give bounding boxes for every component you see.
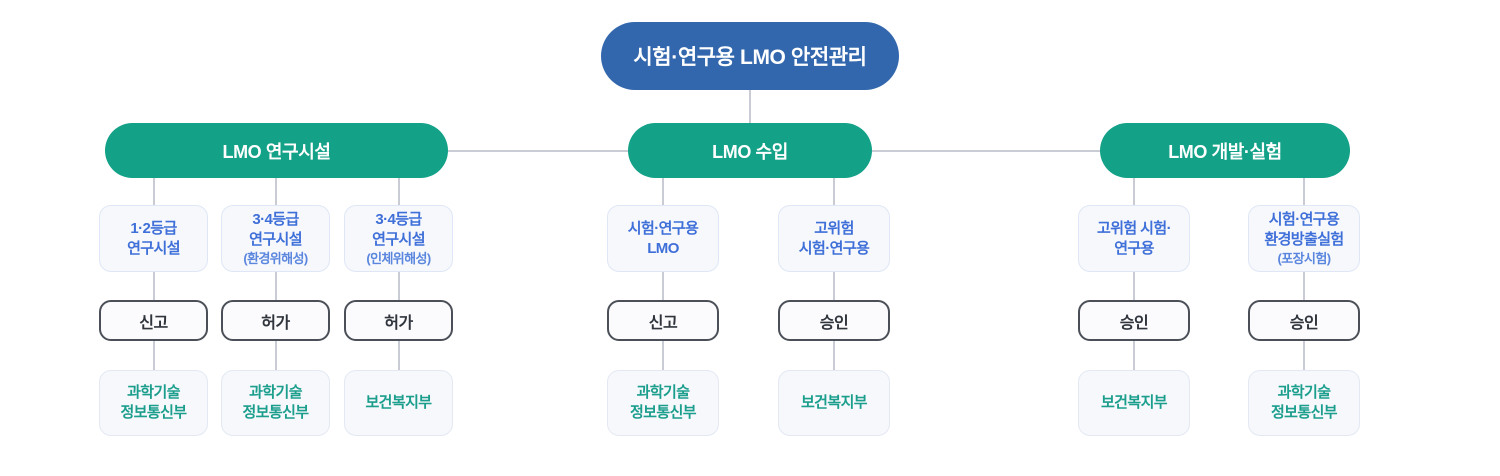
agency-box-msit-1: 과학기술 정보통신부: [221, 370, 330, 436]
subject-note: (환경위해성): [243, 250, 308, 266]
subject-line-1: 시험·연구용: [627, 219, 699, 237]
connector-branch0-action-to-agency: [153, 341, 155, 370]
category-label: LMO 개발·실험: [1168, 141, 1282, 162]
subject-line-2: 연구시설: [372, 230, 425, 248]
action-label: 신고: [139, 314, 168, 332]
subject-line-1: 고위험 시험·: [1097, 219, 1172, 237]
agency-box-mohw-2: 보건복지부: [344, 370, 453, 436]
subject-line-2: 시험·연구용: [798, 239, 870, 257]
action-box-report-3: 신고: [607, 300, 719, 341]
action-box-permit-2: 허가: [344, 300, 453, 341]
subject-box-research-lmo: 시험·연구용 LMO: [607, 205, 719, 272]
root-node-lmo-safety-management: 시험·연구용 LMO 안전관리: [601, 22, 899, 90]
subject-box-high-risk-research: 고위험 시험·연구용: [778, 205, 890, 272]
agency-line-1: 보건복지부: [800, 394, 868, 412]
connector-cat1-branch0-action-to-agency: [662, 341, 664, 370]
category-node-lmo-research-facility: LMO 연구시설: [105, 123, 448, 178]
subject-line-2: 연구시설: [127, 239, 180, 257]
subject-box-3-4-grade-research-facility-human: 3·4등급 연구시설 (인체위해성): [344, 205, 453, 272]
connector-cat0-to-branch2: [398, 178, 400, 205]
subject-line-2: 연구시설: [249, 230, 302, 248]
connector-cat1-to-branch1: [833, 178, 835, 205]
category-node-lmo-development-experiment: LMO 개발·실험: [1100, 123, 1350, 178]
agency-box-msit-3: 과학기술 정보통신부: [607, 370, 719, 436]
subject-line-1: 3·4등급: [375, 210, 422, 228]
connector-branch2-subject-to-action: [398, 272, 400, 300]
connector-branch1-subject-to-action: [275, 272, 277, 300]
connector-cat1-branch0-subject-to-action: [662, 272, 664, 300]
connector-root-to-category-middle: [749, 90, 751, 123]
connector-cat2-to-branch1: [1303, 178, 1305, 205]
agency-line-1: 과학기술: [636, 384, 690, 402]
subject-box-3-4-grade-research-facility-env: 3·4등급 연구시설 (환경위해성): [221, 205, 330, 272]
connector-cat1-branch1-subject-to-action: [833, 272, 835, 300]
agency-line-1: 과학기술: [1277, 384, 1331, 402]
connector-cat2-branch0-subject-to-action: [1133, 272, 1135, 300]
connector-category-spine-left: [447, 150, 628, 152]
connector-cat0-to-branch0: [153, 178, 155, 205]
subject-box-high-risk-research-dev: 고위험 시험· 연구용: [1078, 205, 1190, 272]
subject-line-1: 시험·연구용: [1268, 210, 1340, 228]
connector-cat1-branch1-action-to-agency: [833, 341, 835, 370]
agency-line-1: 과학기술: [249, 384, 302, 402]
connector-cat2-branch0-action-to-agency: [1133, 341, 1135, 370]
subject-line-1: 고위험: [814, 219, 854, 237]
connector-branch2-action-to-agency: [398, 341, 400, 370]
agency-line-2: 정보통신부: [242, 404, 309, 421]
subject-line-2: 연구용: [1114, 239, 1154, 257]
action-box-report-0: 신고: [99, 300, 208, 341]
agency-line-2: 정보통신부: [1270, 404, 1338, 421]
agency-line-1: 보건복지부: [365, 394, 432, 412]
subject-note: (포장시험): [1277, 250, 1332, 266]
subject-note: (인체위해성): [366, 250, 431, 266]
connector-cat2-branch1-subject-to-action: [1303, 272, 1305, 300]
connector-category-spine-right: [872, 150, 1100, 152]
action-label: 승인: [819, 314, 849, 332]
category-label: LMO 수입: [712, 141, 788, 162]
subject-line-2: 환경방출실험: [1264, 230, 1344, 248]
action-box-permit-1: 허가: [221, 300, 330, 341]
agency-line-1: 보건복지부: [1100, 394, 1168, 412]
subject-line-1: 3·4등급: [252, 210, 299, 228]
connector-cat0-to-branch1: [275, 178, 277, 205]
action-box-approval-6: 승인: [1248, 300, 1360, 341]
connector-cat2-branch1-action-to-agency: [1303, 341, 1305, 370]
agency-box-msit-0: 과학기술 정보통신부: [99, 370, 208, 436]
subject-line-1: 1·2등급: [130, 219, 177, 237]
root-node-label: 시험·연구용 LMO 안전관리: [633, 46, 867, 69]
connector-branch1-action-to-agency: [275, 341, 277, 370]
category-label: LMO 연구시설: [222, 141, 331, 162]
action-box-approval-4: 승인: [778, 300, 890, 341]
agency-line-2: 정보통신부: [120, 404, 187, 421]
action-label: 허가: [261, 314, 290, 332]
action-label: 허가: [384, 314, 413, 332]
agency-box-mohw-4: 보건복지부: [778, 370, 890, 436]
connector-cat2-to-branch0: [1133, 178, 1135, 205]
action-box-approval-5: 승인: [1078, 300, 1190, 341]
subject-box-1-2-grade-research-facility: 1·2등급 연구시설: [99, 205, 208, 272]
action-label: 승인: [1119, 314, 1149, 332]
connector-cat1-to-branch0: [662, 178, 664, 205]
agency-box-msit-6: 과학기술 정보통신부: [1248, 370, 1360, 436]
agency-box-mohw-5: 보건복지부: [1078, 370, 1190, 436]
subject-line-2: LMO: [647, 239, 679, 257]
connector-branch0-subject-to-action: [153, 272, 155, 300]
action-label: 승인: [1289, 314, 1319, 332]
subject-box-environmental-release-experiment: 시험·연구용 환경방출실험 (포장시험): [1248, 205, 1360, 272]
action-label: 신고: [648, 314, 678, 332]
category-node-lmo-import: LMO 수입: [628, 123, 872, 178]
agency-line-2: 정보통신부: [629, 404, 697, 421]
agency-line-1: 과학기술: [127, 384, 180, 402]
